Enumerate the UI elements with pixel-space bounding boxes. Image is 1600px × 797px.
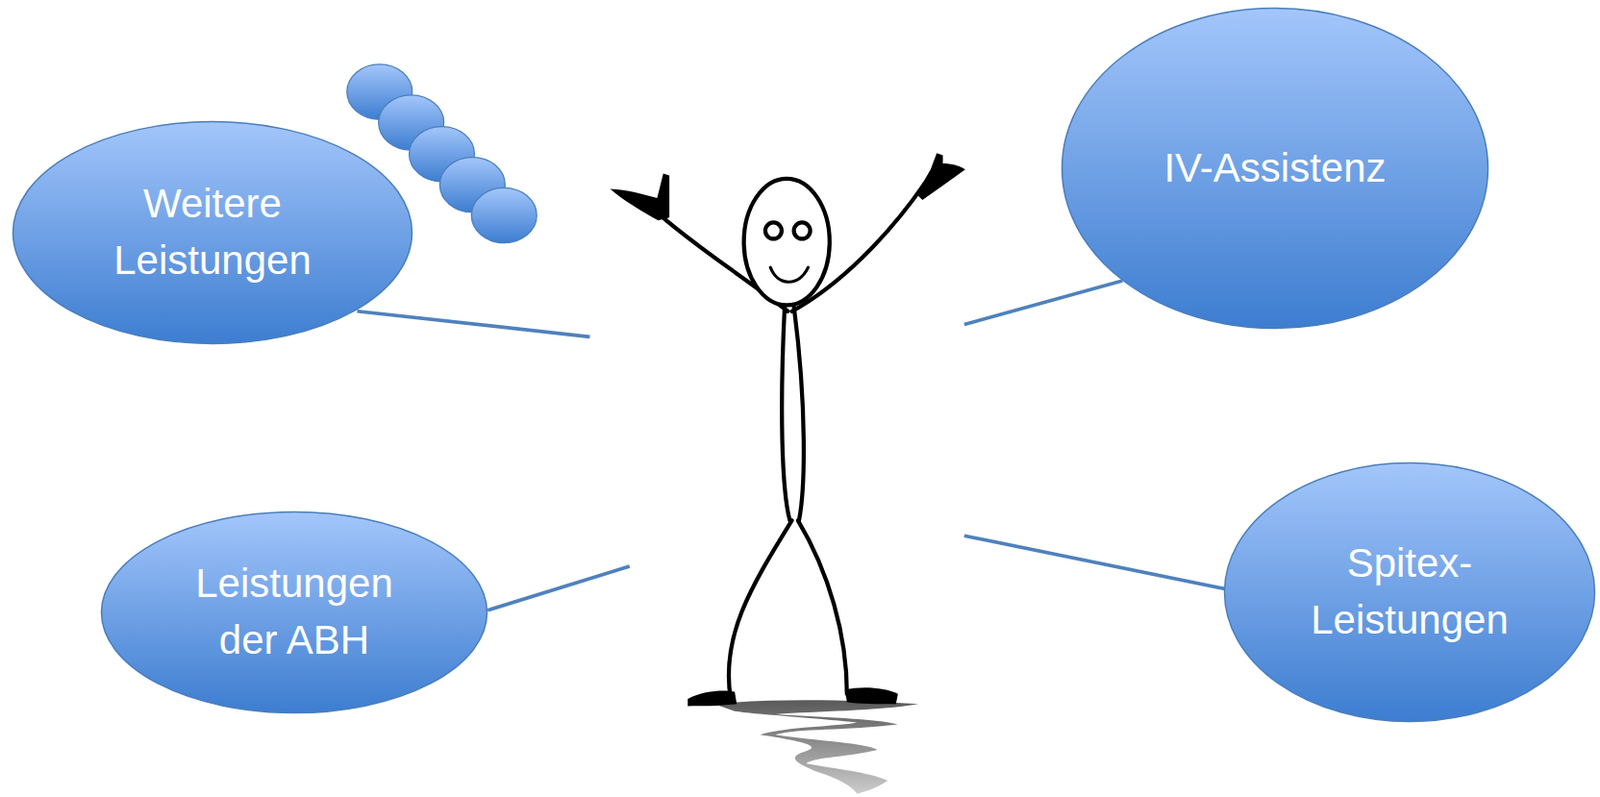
- ellipse-shape: [13, 122, 413, 345]
- node-label: Spitex- Leistungen: [1294, 535, 1525, 650]
- ellipse-outline: [100, 510, 489, 715]
- leader-lines: [356, 280, 1225, 611]
- ellipse-outline: [11, 120, 414, 346]
- ellipse-node: Leistungen der ABH: [100, 510, 489, 715]
- node-content: Weitere Leistungen: [11, 120, 414, 346]
- node-label: IV-Assistenz: [1121, 140, 1429, 198]
- ellipse-shape: [101, 512, 488, 714]
- stick-figure: [659, 178, 925, 699]
- ellipse-node: Spitex- Leistungen: [1223, 461, 1597, 724]
- node-content: Leistungen der ABH: [100, 510, 489, 715]
- figure-shadow: [714, 700, 919, 794]
- ellipse-node: Weitere Leistungen: [11, 120, 414, 346]
- node-label: Leistungen der ABH: [178, 555, 410, 670]
- ellipse-shape: [1062, 8, 1489, 329]
- ellipse-outline: [1223, 461, 1597, 724]
- ellipse-node: IV-Assistenz: [1060, 6, 1490, 330]
- node-content: IV-Assistenz: [1060, 6, 1490, 330]
- node-content: Spitex- Leistungen: [1223, 461, 1597, 724]
- node-label: Weitere Leistungen: [97, 175, 328, 290]
- figure-hands-feet: [610, 152, 966, 706]
- ellipse-shape: [1225, 463, 1596, 723]
